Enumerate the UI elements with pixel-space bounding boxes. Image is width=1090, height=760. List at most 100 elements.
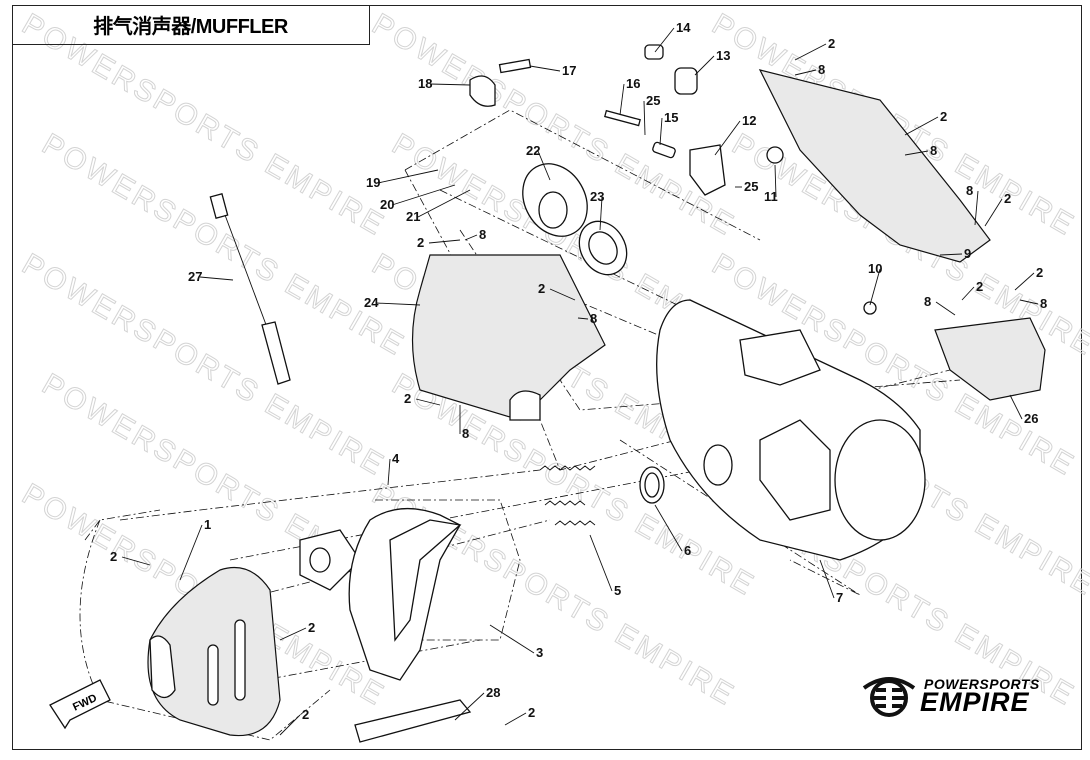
part-1-header-heat-shield [147, 566, 281, 737]
callout-number: 18 [418, 76, 432, 91]
drawing-frame [12, 5, 1082, 750]
callout-leader [659, 117, 663, 146]
fwd-arrow: FWD [49, 679, 111, 730]
callout-leader [974, 190, 979, 226]
callout-leader [464, 234, 478, 241]
callout-number: 2 [417, 235, 424, 250]
logo-line2: EMPIRE [920, 687, 1030, 717]
callout-leader [904, 116, 939, 136]
callout-leader [429, 83, 471, 86]
callout-number: 26 [1024, 411, 1038, 426]
callout-number: 4 [392, 451, 400, 466]
callout-leader [619, 83, 625, 116]
callout-number: 8 [462, 426, 469, 441]
callout-leader [279, 627, 307, 641]
part-6-gasket [639, 466, 665, 504]
callout-leader [654, 27, 675, 53]
callout-number: 23 [590, 189, 604, 204]
callout-leader [504, 712, 527, 726]
callout-number: 8 [1040, 296, 1047, 311]
callout-leader [869, 268, 881, 306]
callout-number: 1 [204, 517, 211, 532]
callout-number: 8 [924, 294, 931, 309]
part-23-gasket [578, 220, 628, 276]
part-7-muffler [656, 299, 926, 561]
callout-number: 8 [818, 62, 825, 77]
watermark-text: POWERSPORTS EMPIRE [17, 247, 392, 482]
callout-leader [549, 288, 576, 301]
callout-leader [1019, 299, 1039, 305]
callout-number: 8 [590, 311, 597, 326]
callout-number: 24 [364, 295, 379, 310]
callout-leader [694, 55, 715, 76]
callout-leader [375, 302, 421, 306]
callout-leader [121, 556, 151, 566]
part-22-flange [522, 163, 588, 237]
callout-number: 2 [308, 620, 315, 635]
callout-number: 2 [528, 705, 535, 720]
callout-leader [179, 524, 203, 581]
callout-leader [489, 624, 535, 654]
callout-leader [984, 198, 1003, 227]
watermark-text: POWERSPORTS EMPIRE [37, 127, 412, 362]
callout-number: 2 [302, 707, 309, 722]
brand-logo: POWERSPORTS EMPIRE [860, 672, 1060, 718]
callout-leader [1009, 394, 1023, 420]
callout-leader [377, 169, 439, 184]
callout-leader [961, 286, 975, 301]
part-27-o2-sensor [209, 193, 291, 385]
callout-number: 27 [188, 269, 202, 284]
part-5-springs [539, 465, 596, 526]
part-26-heat-shield [934, 317, 1046, 401]
logo-line1: POWERSPORTS [924, 676, 1040, 692]
callout-number: 2 [828, 36, 835, 51]
callout-number: 10 [868, 261, 882, 276]
callout-number: 2 [538, 281, 545, 296]
callout-number: 2 [1004, 191, 1011, 206]
callout-number: 11 [764, 189, 778, 204]
callout-number: 8 [966, 183, 973, 198]
parts-12-18-mounts [469, 44, 877, 315]
callout-number: 19 [366, 175, 380, 190]
callout-number: 8 [479, 227, 486, 242]
callout-leader [577, 317, 589, 320]
callout-number: 5 [614, 583, 621, 598]
callout-number: 2 [940, 109, 947, 124]
callout-number: 2 [404, 391, 411, 406]
callout-leader [714, 120, 741, 156]
callout-number: 21 [406, 209, 420, 224]
callout-number: 3 [536, 645, 543, 660]
part-3-header-pipe [299, 507, 462, 681]
callout-leader [794, 69, 817, 76]
callout-number: 2 [110, 549, 117, 564]
callout-leader [387, 458, 391, 486]
callout-number: 13 [716, 48, 730, 63]
callout-leader [589, 534, 613, 592]
page-title: 排气消声器/MUFFLER [12, 5, 370, 45]
callout-leader [199, 276, 234, 281]
callout-number: 20 [380, 197, 394, 212]
callout-leader [415, 398, 441, 406]
callout-leader [1014, 272, 1035, 291]
callout-number: 22 [526, 143, 540, 158]
callout-number: 28 [486, 685, 500, 700]
callout-leader [774, 164, 777, 198]
callout-leader [794, 43, 827, 61]
callout-number: 25 [744, 179, 758, 194]
part-9-rear-heat-shield [758, 69, 991, 263]
callout-number: 6 [684, 543, 691, 558]
callout-leader [417, 189, 471, 218]
callout-number: 25 [646, 93, 660, 108]
callout-leader [279, 714, 301, 736]
part-24-heat-shield [411, 254, 606, 421]
callout-leader [939, 253, 963, 256]
callout-leader [428, 239, 461, 244]
callout-number: 9 [964, 246, 971, 261]
callout-number: 15 [664, 110, 678, 125]
callout-leader [391, 184, 456, 206]
callout-number: 12 [742, 113, 756, 128]
callout-leader [935, 301, 956, 316]
callout-leader [537, 150, 551, 181]
